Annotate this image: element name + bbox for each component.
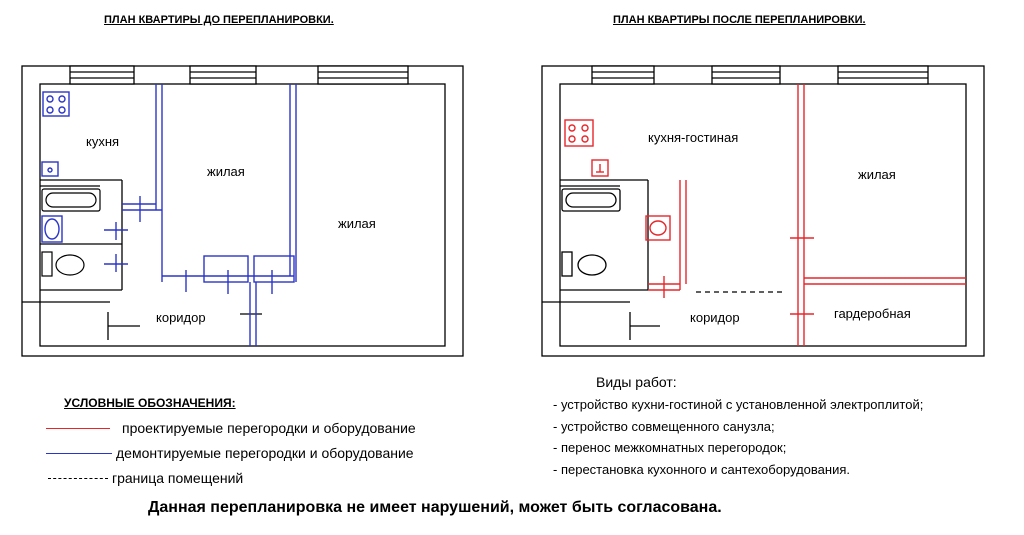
- room-living2-before: жилая: [338, 216, 376, 231]
- works-item-1: - устройство кухни-гостиной с установлен…: [553, 397, 924, 412]
- works-title: Виды работ:: [596, 374, 677, 390]
- room-corridor-before: коридор: [156, 310, 206, 325]
- legend-label-new: проектируемые перегородки и оборудование: [122, 420, 416, 436]
- room-living-after: жилая: [858, 167, 896, 182]
- works-item-4: - перестановка кухонного и сантехоборудо…: [553, 462, 850, 477]
- legend-line-blue: [46, 452, 112, 454]
- plan-after-title: ПЛАН КВАРТИРЫ ПОСЛЕ ПЕРЕПЛАНИРОВКИ.: [613, 14, 866, 26]
- legend-line-dashed: [48, 477, 108, 479]
- legend-line-red: [46, 427, 110, 429]
- legend-item-demolished: демонтируемые перегородки и оборудование: [46, 445, 414, 461]
- legend-item-new: проектируемые перегородки и оборудование: [46, 420, 416, 436]
- works-item-2: - устройство совмещенного санузла;: [553, 419, 775, 434]
- legend-item-boundary: граница помещений: [48, 470, 243, 486]
- legend-title: УСЛОВНЫЕ ОБОЗНАЧЕНИЯ:: [64, 396, 236, 410]
- footer-conclusion: Данная перепланировка не имеет нарушений…: [148, 499, 722, 516]
- legend-label-boundary: граница помещений: [112, 470, 244, 486]
- room-kitchen-living-after: кухня-гостиная: [648, 130, 738, 145]
- legend-label-demolished: демонтируемые перегородки и оборудование: [116, 445, 414, 461]
- plan-before-title: ПЛАН КВАРТИРЫ ДО ПЕРЕПЛАНИРОВКИ.: [104, 14, 334, 26]
- room-corridor-after: коридор: [690, 310, 740, 325]
- room-living1-before: жилая: [207, 164, 245, 179]
- works-item-3: - перенос межкомнатных перегородок;: [553, 440, 787, 455]
- room-wardrobe-after: гардеробная: [834, 306, 911, 321]
- room-kitchen-before: кухня: [86, 134, 119, 149]
